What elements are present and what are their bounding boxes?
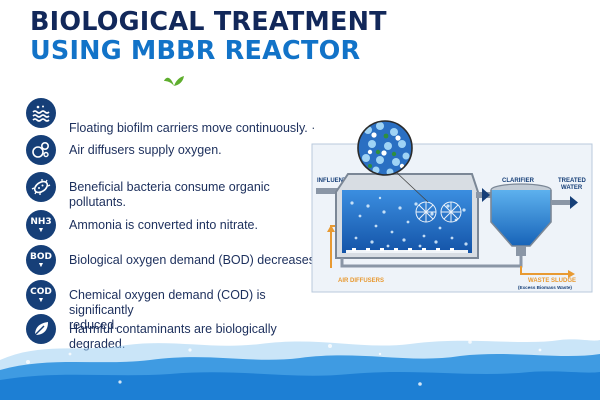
bod-symbol: BOD xyxy=(30,251,52,262)
air-diffusers-label: AIR DIFFUSERS xyxy=(338,278,384,284)
waves-icon xyxy=(26,98,56,128)
feature-text: Chemical oxygen demand (COD) is signific… xyxy=(69,288,266,332)
down-arrow-icon: ▼ xyxy=(37,226,45,234)
water-wave-decoration xyxy=(0,339,600,400)
zoom-circle-border xyxy=(357,120,413,176)
carrier-media xyxy=(350,196,468,248)
title-line-2: USING MBBR REACTOR xyxy=(30,36,361,66)
ammonia-symbol: NH3 xyxy=(30,216,52,227)
feature-cod: COD ▼ Chemical oxygen demand (COD) is si… xyxy=(26,280,316,332)
carrier-zoom xyxy=(358,121,412,175)
return-sludge-line xyxy=(340,256,523,268)
mbbr-process-diagram: INFLUENT AIR DIFFUSERS xyxy=(311,120,593,293)
feature-bacteria: Beneficial bacteria consume organic poll… xyxy=(26,172,316,209)
page-title: BIOLOGICAL TREATMENT USING MBBR REACTOR xyxy=(30,8,387,66)
treated-water-label-2: WATER xyxy=(561,185,583,191)
down-arrow-icon: ▼ xyxy=(37,296,45,304)
title-line-1: BIOLOGICAL TREATMENT xyxy=(30,7,387,37)
bod-icon: BOD ▼ xyxy=(26,245,56,275)
waste-arrow-icon xyxy=(568,270,575,278)
feature-ammonia: NH3 ▼ Ammonia is converted into nitrate. xyxy=(26,210,316,244)
feature-air-diffusers: Air diffusers supply oxygen. xyxy=(26,135,316,169)
feature-text: Air diffusers supply oxygen. xyxy=(69,143,222,157)
feature-text: Biological oxygen demand (BOD) decreases… xyxy=(69,253,319,267)
down-arrow-icon: ▼ xyxy=(37,261,45,269)
ammonia-icon: NH3 ▼ xyxy=(26,210,56,240)
air-up-arrow-icon xyxy=(327,225,335,232)
zoom-callout-line xyxy=(395,171,429,203)
feature-bod: BOD ▼ Biological oxygen demand (BOD) dec… xyxy=(26,245,318,279)
mixing-wheels xyxy=(415,201,462,223)
feature-text: Beneficial bacteria consume organic poll… xyxy=(69,180,270,209)
waste-sludge-label: WASTE SLUDGE xyxy=(528,278,576,284)
cod-symbol: COD xyxy=(30,286,52,297)
waste-sludge-line xyxy=(520,266,570,275)
treated-pipe xyxy=(551,200,573,205)
influent-pipe xyxy=(316,188,354,194)
transfer-arrow-icon xyxy=(482,188,490,202)
leaf-icon xyxy=(26,314,56,344)
diffuser-nozzles xyxy=(352,248,454,251)
feature-contaminants: Harmful contaminants are biologically de… xyxy=(26,314,316,351)
leaf-sprout-icon xyxy=(164,76,184,86)
clarifier-label: CLARIFIER xyxy=(502,178,535,184)
influent-label: INFLUENT xyxy=(317,178,347,184)
stray-mark: · xyxy=(311,121,316,135)
feature-text: Floating biofilm carriers move continuou… xyxy=(69,121,316,135)
feature-text: Harmful contaminants are biologically de… xyxy=(69,322,277,351)
waste-sludge-note: (Excess Biomass Waste) xyxy=(518,285,572,290)
treated-water-label-1: TREATED xyxy=(558,178,587,184)
bacteria-icon xyxy=(26,172,56,202)
feature-biofilm-carriers: Floating biofilm carriers move continuou… xyxy=(26,98,316,135)
clarifier-outlet xyxy=(516,246,526,256)
cod-icon: COD ▼ xyxy=(26,280,56,310)
bubbles-icon xyxy=(26,135,56,165)
feature-text: Ammonia is converted into nitrate. xyxy=(69,218,258,232)
diffuser-grid xyxy=(346,250,468,253)
treated-arrow-icon xyxy=(570,196,578,209)
